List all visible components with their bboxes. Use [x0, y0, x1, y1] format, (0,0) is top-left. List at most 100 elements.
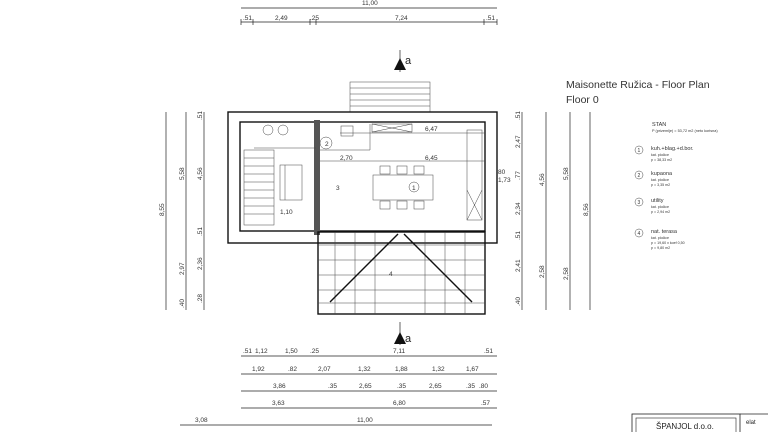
- left-dimensions: 8,55 5,58 2,97 .40 .51 4,56 .51 2,36 .28: [159, 111, 205, 310]
- top-dimensions: 11,00 .51 2,49 .25 7,24 .51: [240, 0, 498, 25]
- bathroom-fixtures: [262, 124, 354, 150]
- drawing-text: .25: [310, 348, 319, 355]
- section-marker-top: a: [394, 50, 412, 72]
- kitchen-counter: [371, 123, 483, 221]
- drawing-text: 6,47: [425, 126, 438, 133]
- drawing-text: .51: [484, 348, 493, 355]
- drawing-text: .82: [288, 366, 297, 373]
- drawing-text: .57: [481, 400, 490, 407]
- drawing-text: 2,65: [359, 383, 372, 390]
- drawing-text: p = 2,94 m2: [651, 210, 670, 214]
- drawing-text: 2,58: [563, 267, 570, 280]
- drawing-text: .35: [328, 383, 337, 390]
- exterior-stairs: [349, 81, 431, 113]
- drawing-text: 8,56: [583, 203, 590, 216]
- drawing-text: 1,92: [252, 366, 265, 373]
- floor-label: Floor 0: [566, 94, 599, 106]
- drawing-text: 6,80: [393, 400, 406, 407]
- drawing-text: a: [405, 55, 412, 67]
- drawing-text: kat. pločice: [651, 205, 669, 209]
- building-walls: [227, 111, 498, 244]
- drawing-text: .51: [197, 111, 204, 120]
- dim-label: .51: [243, 15, 252, 22]
- drawing-text: kupaona: [651, 171, 673, 177]
- drawing-text: 1,50: [285, 348, 298, 355]
- drawing-text: 2,65: [429, 383, 442, 390]
- drawing-text: 1: [412, 185, 416, 192]
- drawing-text: 3,08: [195, 417, 208, 424]
- drawing-text: 2: [638, 173, 641, 179]
- drawing-text: .35: [397, 383, 406, 390]
- section-marker-bottom: a: [394, 322, 412, 345]
- drawing-text: 5,58: [179, 167, 186, 180]
- sofa: [279, 164, 303, 201]
- drawing-text: 1,88: [395, 366, 408, 373]
- bottom-dimensions: .51 1,12 1,50 .25 7,11 .51 1,92 .82 2,07…: [180, 348, 497, 426]
- drawing-text: .51: [197, 227, 204, 236]
- drawing-title-block: Maisonette Ružica - Floor Plan Floor 0: [566, 78, 710, 108]
- drawing-text: p = 9,80 m2: [651, 246, 670, 250]
- drawing-text: elat: [746, 420, 756, 426]
- drawing-text: 1,67: [466, 366, 479, 373]
- terrace: [317, 231, 486, 315]
- drawing-text: 1: [638, 148, 641, 154]
- drawing-text: 1,12: [255, 348, 268, 355]
- drawing-text: kat. pločice: [651, 153, 669, 157]
- drawing-text: .80: [479, 383, 488, 390]
- drawing-text: kat. pločice: [651, 178, 669, 182]
- room-legend: STAN P (prizemlje) = 53,72 m2 (neto kori…: [634, 122, 718, 250]
- drawing-text: 2,34: [515, 202, 522, 215]
- drawing-text: 80: [498, 169, 506, 176]
- drawing-text: 5,58: [563, 167, 570, 180]
- dim-label: .51: [486, 15, 495, 22]
- drawing-text: STAN: [652, 122, 666, 128]
- drawing-text: 2,58: [539, 265, 546, 278]
- drawing-title: Maisonette Ružica - Floor Plan: [566, 79, 710, 91]
- drawing-text: 3: [336, 185, 340, 192]
- drawing-text: 1,10: [280, 209, 293, 216]
- drawing-text: 2,47: [515, 135, 522, 148]
- drawing-text: 3,63: [272, 400, 285, 407]
- drawing-text: nat. terasa: [651, 229, 678, 235]
- right-dimensions: .51 2,47 .77 2,34 .51 2,41 .40 4,56 2,58…: [515, 111, 591, 310]
- drawing-text: 2,07: [318, 366, 331, 373]
- drawing-text: p = 19,60 x koef 0,50: [651, 241, 685, 245]
- dim-label: 7,24: [395, 15, 408, 22]
- drawing-text: p = 3,35 m2: [651, 183, 670, 187]
- drawing-text: 1,73: [498, 177, 511, 184]
- drawing-text: 8,55: [159, 203, 166, 216]
- drawing-text: 11,00: [357, 417, 373, 424]
- drawing-text: kuh.+blag.+d.bor.: [651, 146, 694, 152]
- drawing-text: 4,56: [539, 173, 546, 186]
- drawing-text: a: [405, 333, 412, 345]
- drawing-text: p = 38,33 m2: [651, 158, 672, 162]
- drawing-text: 2,41: [515, 259, 522, 272]
- dim-label: .25: [310, 15, 319, 22]
- drawing-text: 2: [325, 141, 329, 148]
- dim-label: 11,00: [362, 0, 378, 7]
- drawing-text: 1,32: [358, 366, 371, 373]
- drawing-text: 1,32: [432, 366, 445, 373]
- drawing-text: kat. pločice: [651, 236, 669, 240]
- drawing-text: 7,11: [393, 348, 406, 355]
- drawing-text: .40: [515, 297, 522, 306]
- drawing-text: 2,70: [340, 155, 353, 162]
- drawing-text: 6,45: [425, 155, 438, 162]
- title-block: ŠPANJOL d.o.o. elat: [631, 413, 768, 432]
- drawing-text: P (prizemlje) = 53,72 m2 (neto korisna): [652, 129, 718, 133]
- drawing-text: 2,97: [179, 262, 186, 275]
- interior-stairs: [243, 149, 275, 226]
- drawing-text: .51: [515, 231, 522, 240]
- dining-table: [372, 165, 434, 210]
- drawing-text: .28: [197, 294, 204, 303]
- drawing-text: 2,36: [197, 257, 204, 270]
- plan-room-labels: 1 2 3 4 6,47 6,45 2,70 1,10 80 1,73: [280, 126, 511, 278]
- drawing-text: .40: [179, 299, 186, 308]
- drawing-text: utility: [651, 198, 664, 204]
- drawing-text: 4,56: [197, 167, 204, 180]
- dim-label: 2,49: [275, 15, 288, 22]
